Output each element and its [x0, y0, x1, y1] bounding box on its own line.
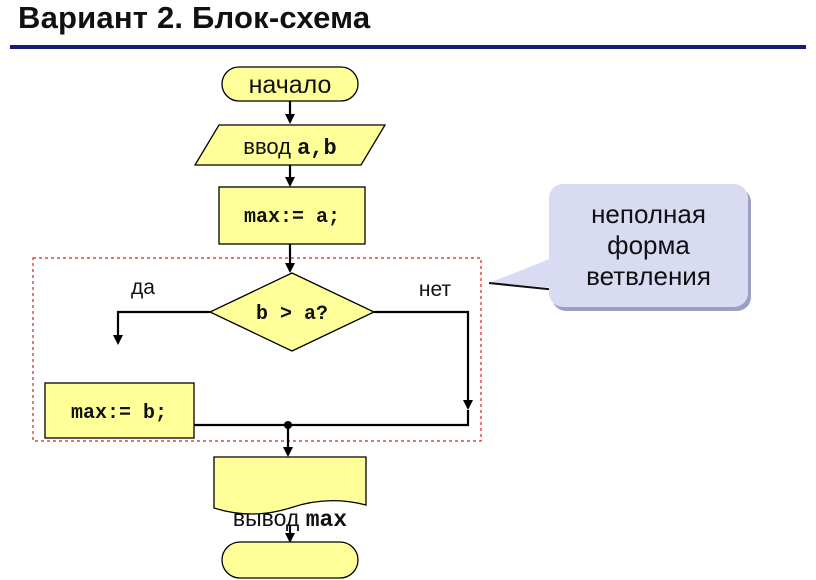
condition-diamond: [208, 272, 376, 352]
condition-label: b > a?: [256, 303, 328, 326]
connector-no-branch: [374, 310, 473, 410]
assign-b-label: max:= b;: [71, 402, 167, 425]
assign-a-label: max:= a;: [244, 206, 340, 229]
output-document: [213, 456, 367, 515]
callout-pointer: [489, 256, 557, 288]
input-word: ввод: [243, 134, 291, 159]
connector-yes-branch: [113, 310, 210, 345]
callout-box: неполная форма ветвления: [549, 184, 748, 307]
end-terminal: [221, 541, 359, 579]
output-var: max: [306, 507, 348, 533]
start-label: начало: [249, 71, 332, 99]
input-label: ввод a,b: [243, 134, 336, 161]
connector-merge: [194, 410, 470, 427]
branch-no-label: нет: [419, 278, 452, 301]
assign-b-block: [44, 382, 195, 439]
callout-pointer-edge: [488, 282, 558, 291]
start-terminal: [221, 66, 359, 102]
output-label: вывод max: [233, 505, 347, 533]
branch-yes-label: да: [131, 276, 155, 299]
assign-a-block: [218, 186, 366, 245]
output-word: вывод: [233, 505, 300, 531]
branching-frame: [32, 257, 482, 442]
input-vars: a,b: [297, 136, 337, 161]
title-divider: [10, 45, 806, 49]
callout-text: неполная форма ветвления: [586, 199, 711, 291]
input-block: [193, 124, 387, 166]
page-title: Вариант 2. Блок-схема: [18, 0, 371, 35]
